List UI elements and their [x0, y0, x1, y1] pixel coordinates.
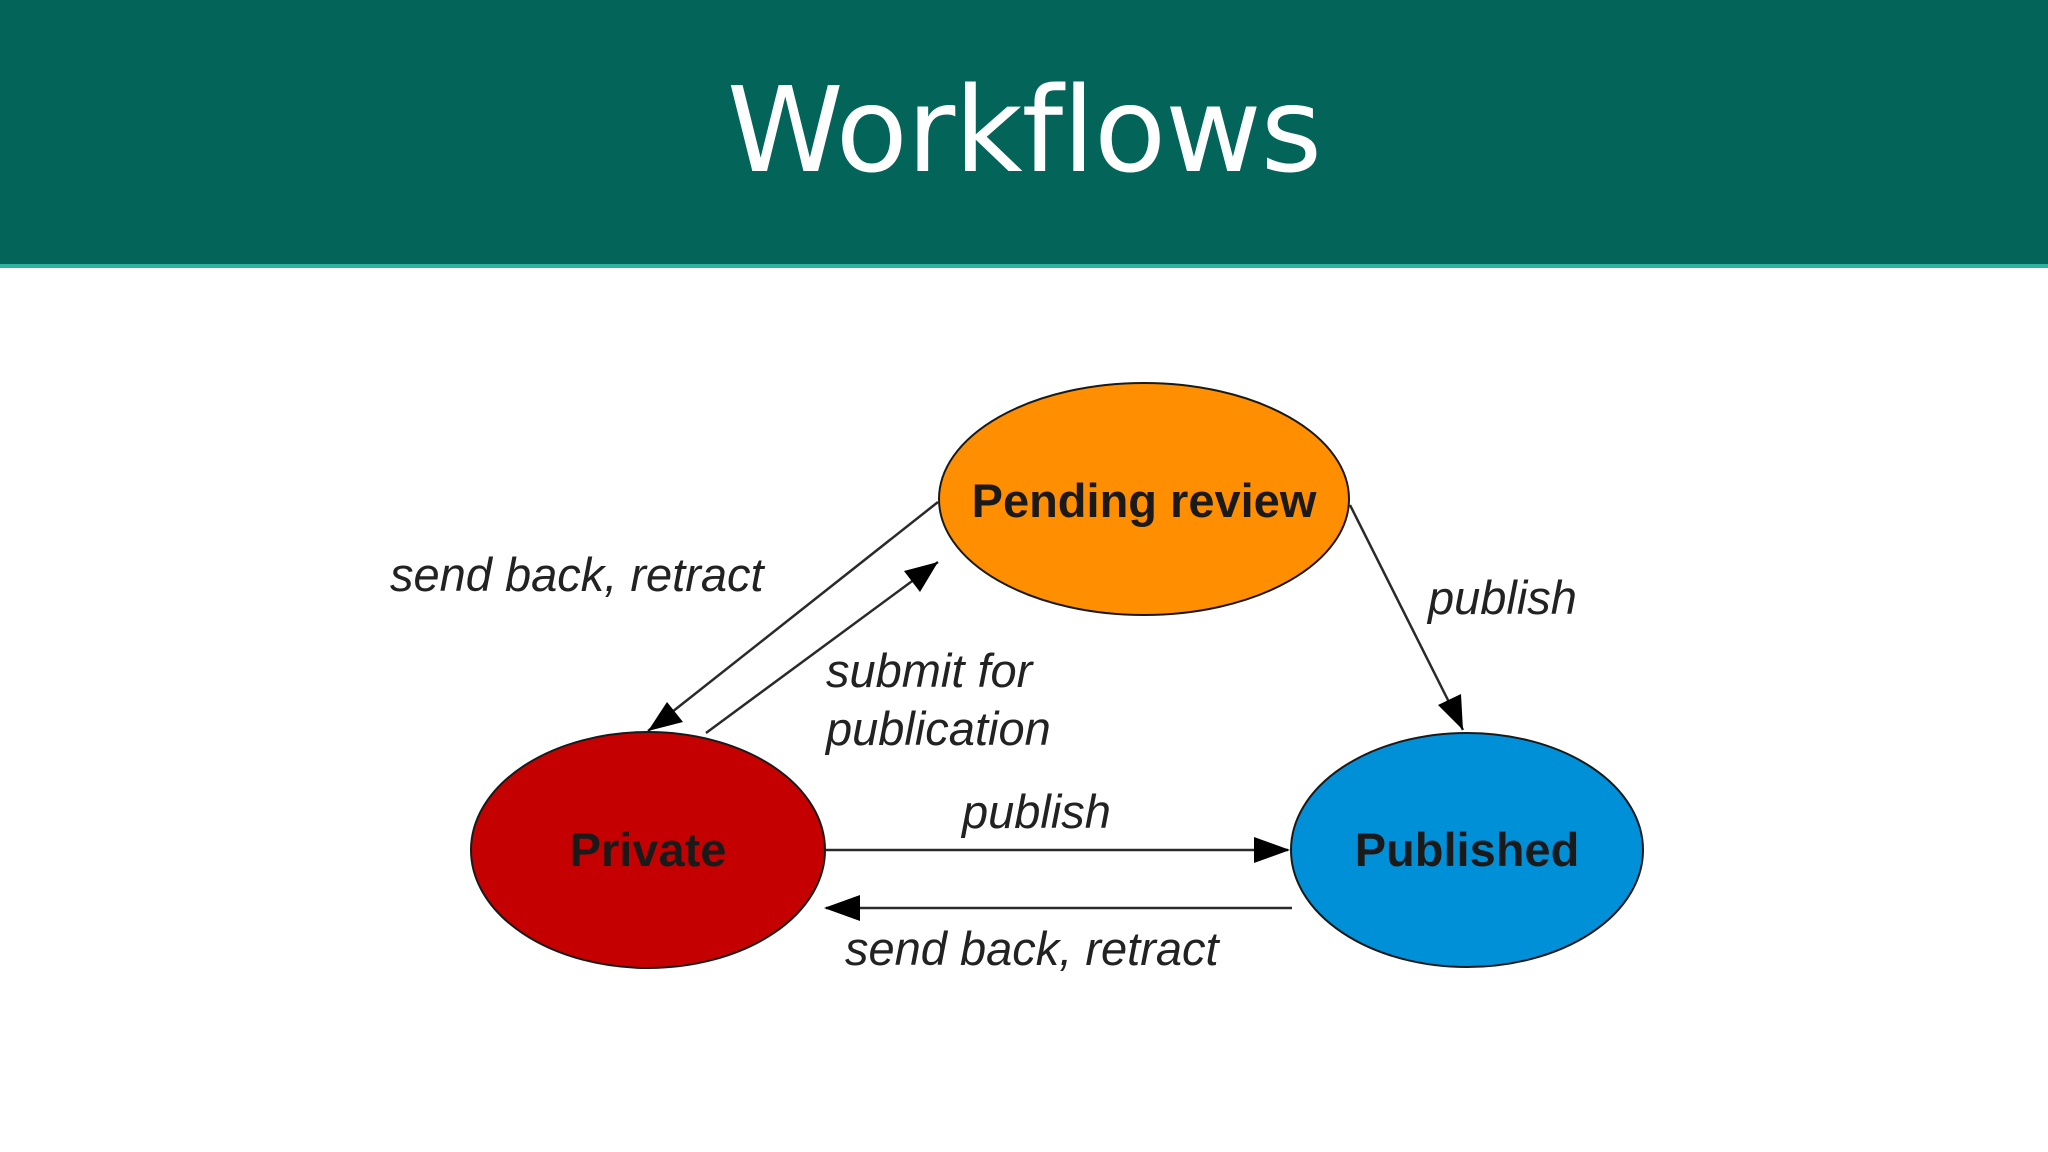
arrowhead-private-to-pending — [904, 562, 938, 592]
node-label-private: Private — [570, 823, 727, 876]
arrowhead-pending-to-private — [648, 702, 683, 731]
node-pending-review — [938, 382, 1350, 616]
title-bar: Workflows — [0, 0, 2048, 268]
node-label-pending-review: Pending review — [972, 474, 1317, 527]
edge-pending-to-private — [647, 501, 939, 732]
edge-label-private-to-pending-line1: submit for — [826, 644, 1035, 697]
arrowhead-private-to-published — [1254, 837, 1290, 863]
node-private — [470, 731, 826, 969]
edge-label-pending-to-published: publish — [1426, 571, 1577, 624]
arrowhead-published-to-private — [824, 895, 860, 921]
node-label-published: Published — [1355, 823, 1580, 876]
node-published — [1290, 732, 1644, 968]
edge-label-published-to-private: send back, retract — [845, 922, 1221, 975]
edge-private-to-pending — [705, 560, 939, 735]
slide-title: Workflows — [726, 61, 1322, 199]
arrowhead-pending-to-published — [1438, 694, 1463, 730]
edge-pending-to-published — [1348, 504, 1465, 731]
edge-label-private-to-pending-line2: publication — [824, 702, 1051, 755]
edge-label-pending-to-private: send back, retract — [390, 548, 766, 601]
edge-label-private-to-published: publish — [960, 785, 1111, 838]
